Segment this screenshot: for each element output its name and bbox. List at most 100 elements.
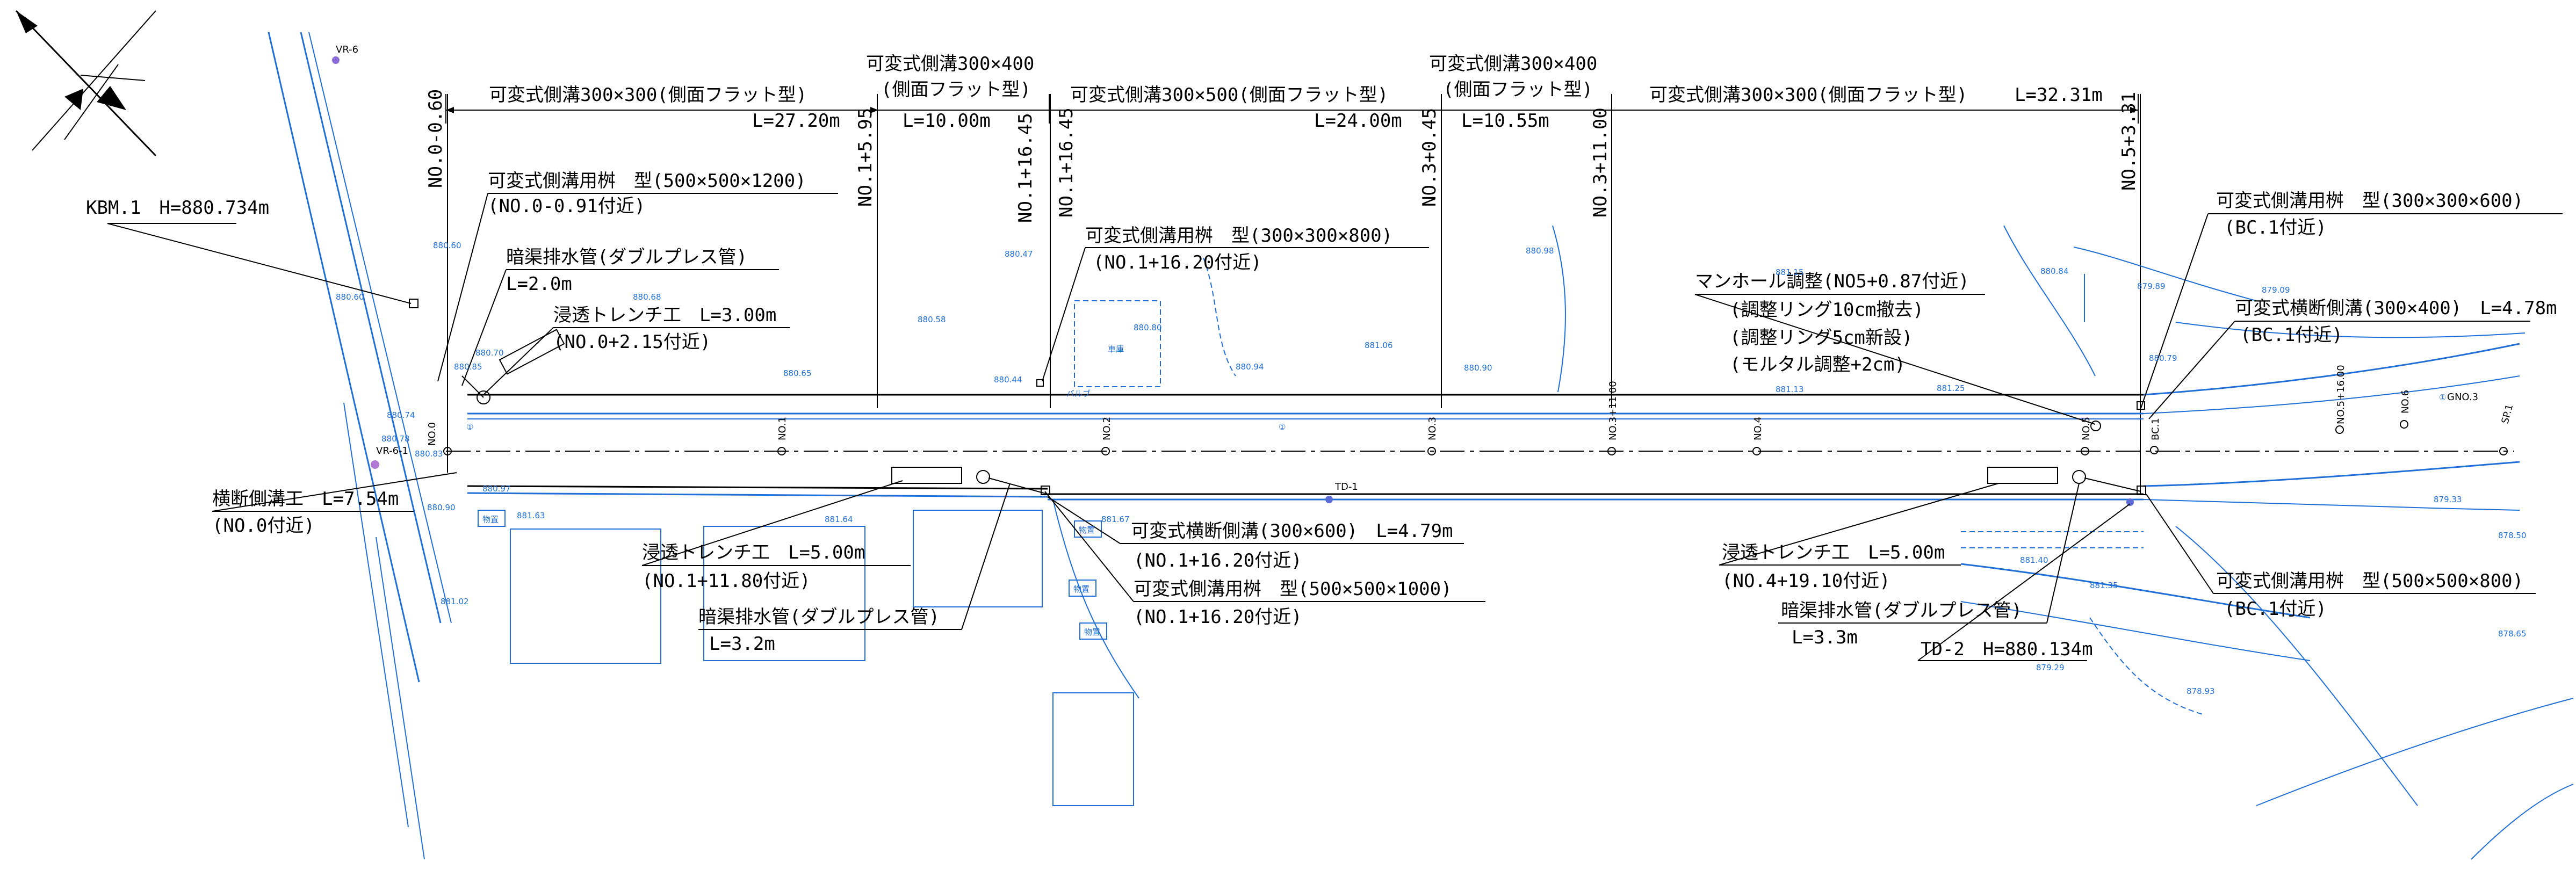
cl-station-tag: SP.1 bbox=[2500, 403, 2516, 425]
elevation: 880.68 bbox=[633, 292, 661, 302]
note-basin-300-600-loc: (BC.1付近) bbox=[2224, 217, 2327, 238]
elevation: 880.79 bbox=[2149, 353, 2177, 363]
note-basin-500-1000: 可変式側溝用桝 型(500×500×1000) bbox=[1134, 578, 1452, 600]
vr6-label: VR-6 bbox=[336, 44, 358, 55]
cl-station-tag: NO.1 bbox=[777, 417, 788, 440]
section3-length: L=24.00m bbox=[1314, 110, 1402, 132]
storage-label: 物置 bbox=[1079, 525, 1095, 535]
note-trench-3-loc: (NO.0+2.15付近) bbox=[553, 331, 711, 353]
note-manhole-2: (調整リング10cm撤去) bbox=[1730, 299, 1924, 321]
elevation: 881.35 bbox=[2090, 581, 2118, 590]
cl-station-tag: NO.3+11.00 bbox=[1607, 381, 1619, 440]
note-drain-pipe-3-len: L=3.3m bbox=[1792, 627, 1858, 648]
north-arrow-icon bbox=[15, 10, 157, 157]
elevation: 880.70 bbox=[475, 348, 504, 358]
elevation: 878.65 bbox=[2498, 629, 2527, 639]
station-lines bbox=[447, 94, 2141, 494]
elevation: 880.97 bbox=[482, 484, 511, 494]
station-label: NO.1+16.45 bbox=[1056, 107, 1077, 218]
elevation: 881.40 bbox=[2020, 555, 2048, 565]
elevation: 880.74 bbox=[387, 410, 415, 420]
elevation: 879.09 bbox=[2262, 285, 2290, 295]
note-cross-300-400: 可変式横断側溝(300×400) L=4.78m bbox=[2235, 298, 2557, 319]
elevation: 880.65 bbox=[783, 368, 812, 378]
section1-length: L=27.20m bbox=[752, 110, 840, 132]
cl-station-tag: NO.4 bbox=[1752, 417, 1764, 440]
elevation: 879.33 bbox=[2434, 495, 2462, 504]
cl-station-tag: NO.2 bbox=[1101, 417, 1113, 440]
section4-length: L=10.55m bbox=[1461, 110, 1549, 132]
buildings bbox=[478, 225, 1566, 806]
cl-station-tag: NO.6 bbox=[2400, 390, 2411, 414]
circle-mark: ① bbox=[466, 422, 473, 432]
elevation: 878.50 bbox=[2498, 531, 2527, 540]
circle-mark: ① bbox=[1279, 422, 1286, 432]
elevation: 880.83 bbox=[415, 449, 443, 459]
elevation: 879.29 bbox=[2036, 663, 2065, 672]
note-basin-500-800-loc: (BC.1付近) bbox=[2224, 598, 2327, 620]
note-drain-pipe: 暗渠排水管(ダブルプレス管) bbox=[506, 247, 747, 268]
leader-lines bbox=[107, 193, 2563, 661]
cl-station-tag: NO.5+16.00 bbox=[2335, 365, 2347, 424]
station-label: NO.0-0.60 bbox=[425, 89, 446, 188]
elevation: 880.98 bbox=[1526, 246, 1554, 256]
section2-title-1: 可変式側溝300×400 bbox=[866, 53, 1034, 75]
elevation: 881.13 bbox=[1776, 385, 1804, 394]
note-basin-500-1200: 可変式側溝用桝 型(500×500×1200) bbox=[488, 170, 806, 192]
elevation: 881.63 bbox=[517, 511, 545, 520]
station-label: NO.3+0.45 bbox=[1419, 108, 1440, 207]
note-trench-5a: 浸透トレンチ工 L=5.00m bbox=[642, 542, 865, 563]
elevation: 880.80 bbox=[1134, 323, 1162, 332]
elevation: 881.64 bbox=[825, 515, 853, 524]
note-trench-5b-loc: (NO.4+19.10付近) bbox=[1722, 570, 1890, 592]
note-cross-300-600: 可変式横断側溝(300×600) L=4.79m bbox=[1131, 520, 1453, 542]
section2-length: L=10.00m bbox=[903, 110, 991, 132]
td2-label: TD-2 H=880.134m bbox=[1921, 639, 2093, 660]
elevation: 881.15 bbox=[1776, 267, 1804, 277]
valve-label: バルブ bbox=[1066, 389, 1091, 399]
note-basin-500-800: 可変式側溝用桝 型(500×500×800) bbox=[2216, 570, 2523, 592]
cl-station-marks bbox=[443, 420, 2508, 455]
elevation: 881.06 bbox=[1365, 341, 1393, 350]
section1-title: 可変式側溝300×300(側面フラット型) bbox=[489, 84, 807, 106]
note-basin-300-800-loc: (NO.1+16.20付近) bbox=[1093, 252, 1262, 273]
station-label: NO.3+11.00 bbox=[1590, 107, 1611, 218]
note-drain-pipe-3: 暗渠排水管(ダブルプレス管) bbox=[1781, 600, 2022, 621]
note-basin-500-1000-loc: (NO.1+16.20付近) bbox=[1134, 606, 1302, 628]
note-drain-pipe-2-len: L=3.2m bbox=[709, 633, 775, 655]
td1-label: TD-1 bbox=[1334, 481, 1358, 493]
storage-label: 物置 bbox=[1084, 627, 1100, 637]
elevation: 880.94 bbox=[1236, 362, 1264, 372]
note-manhole: マンホール調整(NO5+0.87付近) bbox=[1695, 271, 1969, 292]
section5-length: L=32.31m bbox=[2015, 84, 2103, 106]
section4-title-1: 可変式側溝300×400 bbox=[1429, 53, 1597, 75]
elevation-labels: 880.60 880.60 880.70 880.74 880.78 880.8… bbox=[336, 241, 2527, 696]
section4-title-2: (側面フラット型) bbox=[1443, 79, 1593, 100]
cl-station-tag: NO.0 bbox=[427, 422, 438, 446]
note-basin-500-1200-loc: (NO.0-0.91付近) bbox=[488, 195, 645, 217]
note-trench-5b: 浸透トレンチ工 L=5.00m bbox=[1722, 542, 1945, 563]
elevation: 880.90 bbox=[1464, 363, 1492, 373]
note-manhole-3: (調整リング5cm新設) bbox=[1730, 327, 1913, 349]
cl-station-tag: BC.1 bbox=[2150, 418, 2161, 440]
circle-mark: ① bbox=[2439, 393, 2446, 402]
station-label: NO.1+16.45 bbox=[1015, 113, 1036, 223]
section5-title: 可変式側溝300×300(側面フラット型) bbox=[1649, 84, 1967, 106]
note-drain-pipe-2: 暗渠排水管(ダブルプレス管) bbox=[698, 606, 940, 628]
elevation: 880.78 bbox=[381, 434, 410, 444]
garage-label: 車庫 bbox=[1108, 344, 1124, 354]
elevation: 879.89 bbox=[2137, 281, 2166, 291]
right-side-features bbox=[1960, 225, 2574, 860]
note-cross-300-400-loc: (BC.1付近) bbox=[2240, 324, 2343, 346]
elevation: 880.58 bbox=[918, 315, 946, 324]
elevation: 880.47 bbox=[1005, 249, 1033, 259]
elevation: 880.90 bbox=[427, 503, 456, 512]
storage-label: 物置 bbox=[1073, 584, 1089, 594]
cl-station-tag: NO.3 bbox=[1427, 417, 1438, 440]
elevation: 880.84 bbox=[2040, 266, 2069, 276]
note-manhole-4: (モルタル調整+2cm) bbox=[1730, 354, 1906, 375]
note-cross-7-54-loc: (NO.0付近) bbox=[212, 515, 315, 537]
elevation: 880.60 bbox=[336, 292, 364, 302]
station-label: NO.5+3.31 bbox=[2118, 92, 2140, 191]
